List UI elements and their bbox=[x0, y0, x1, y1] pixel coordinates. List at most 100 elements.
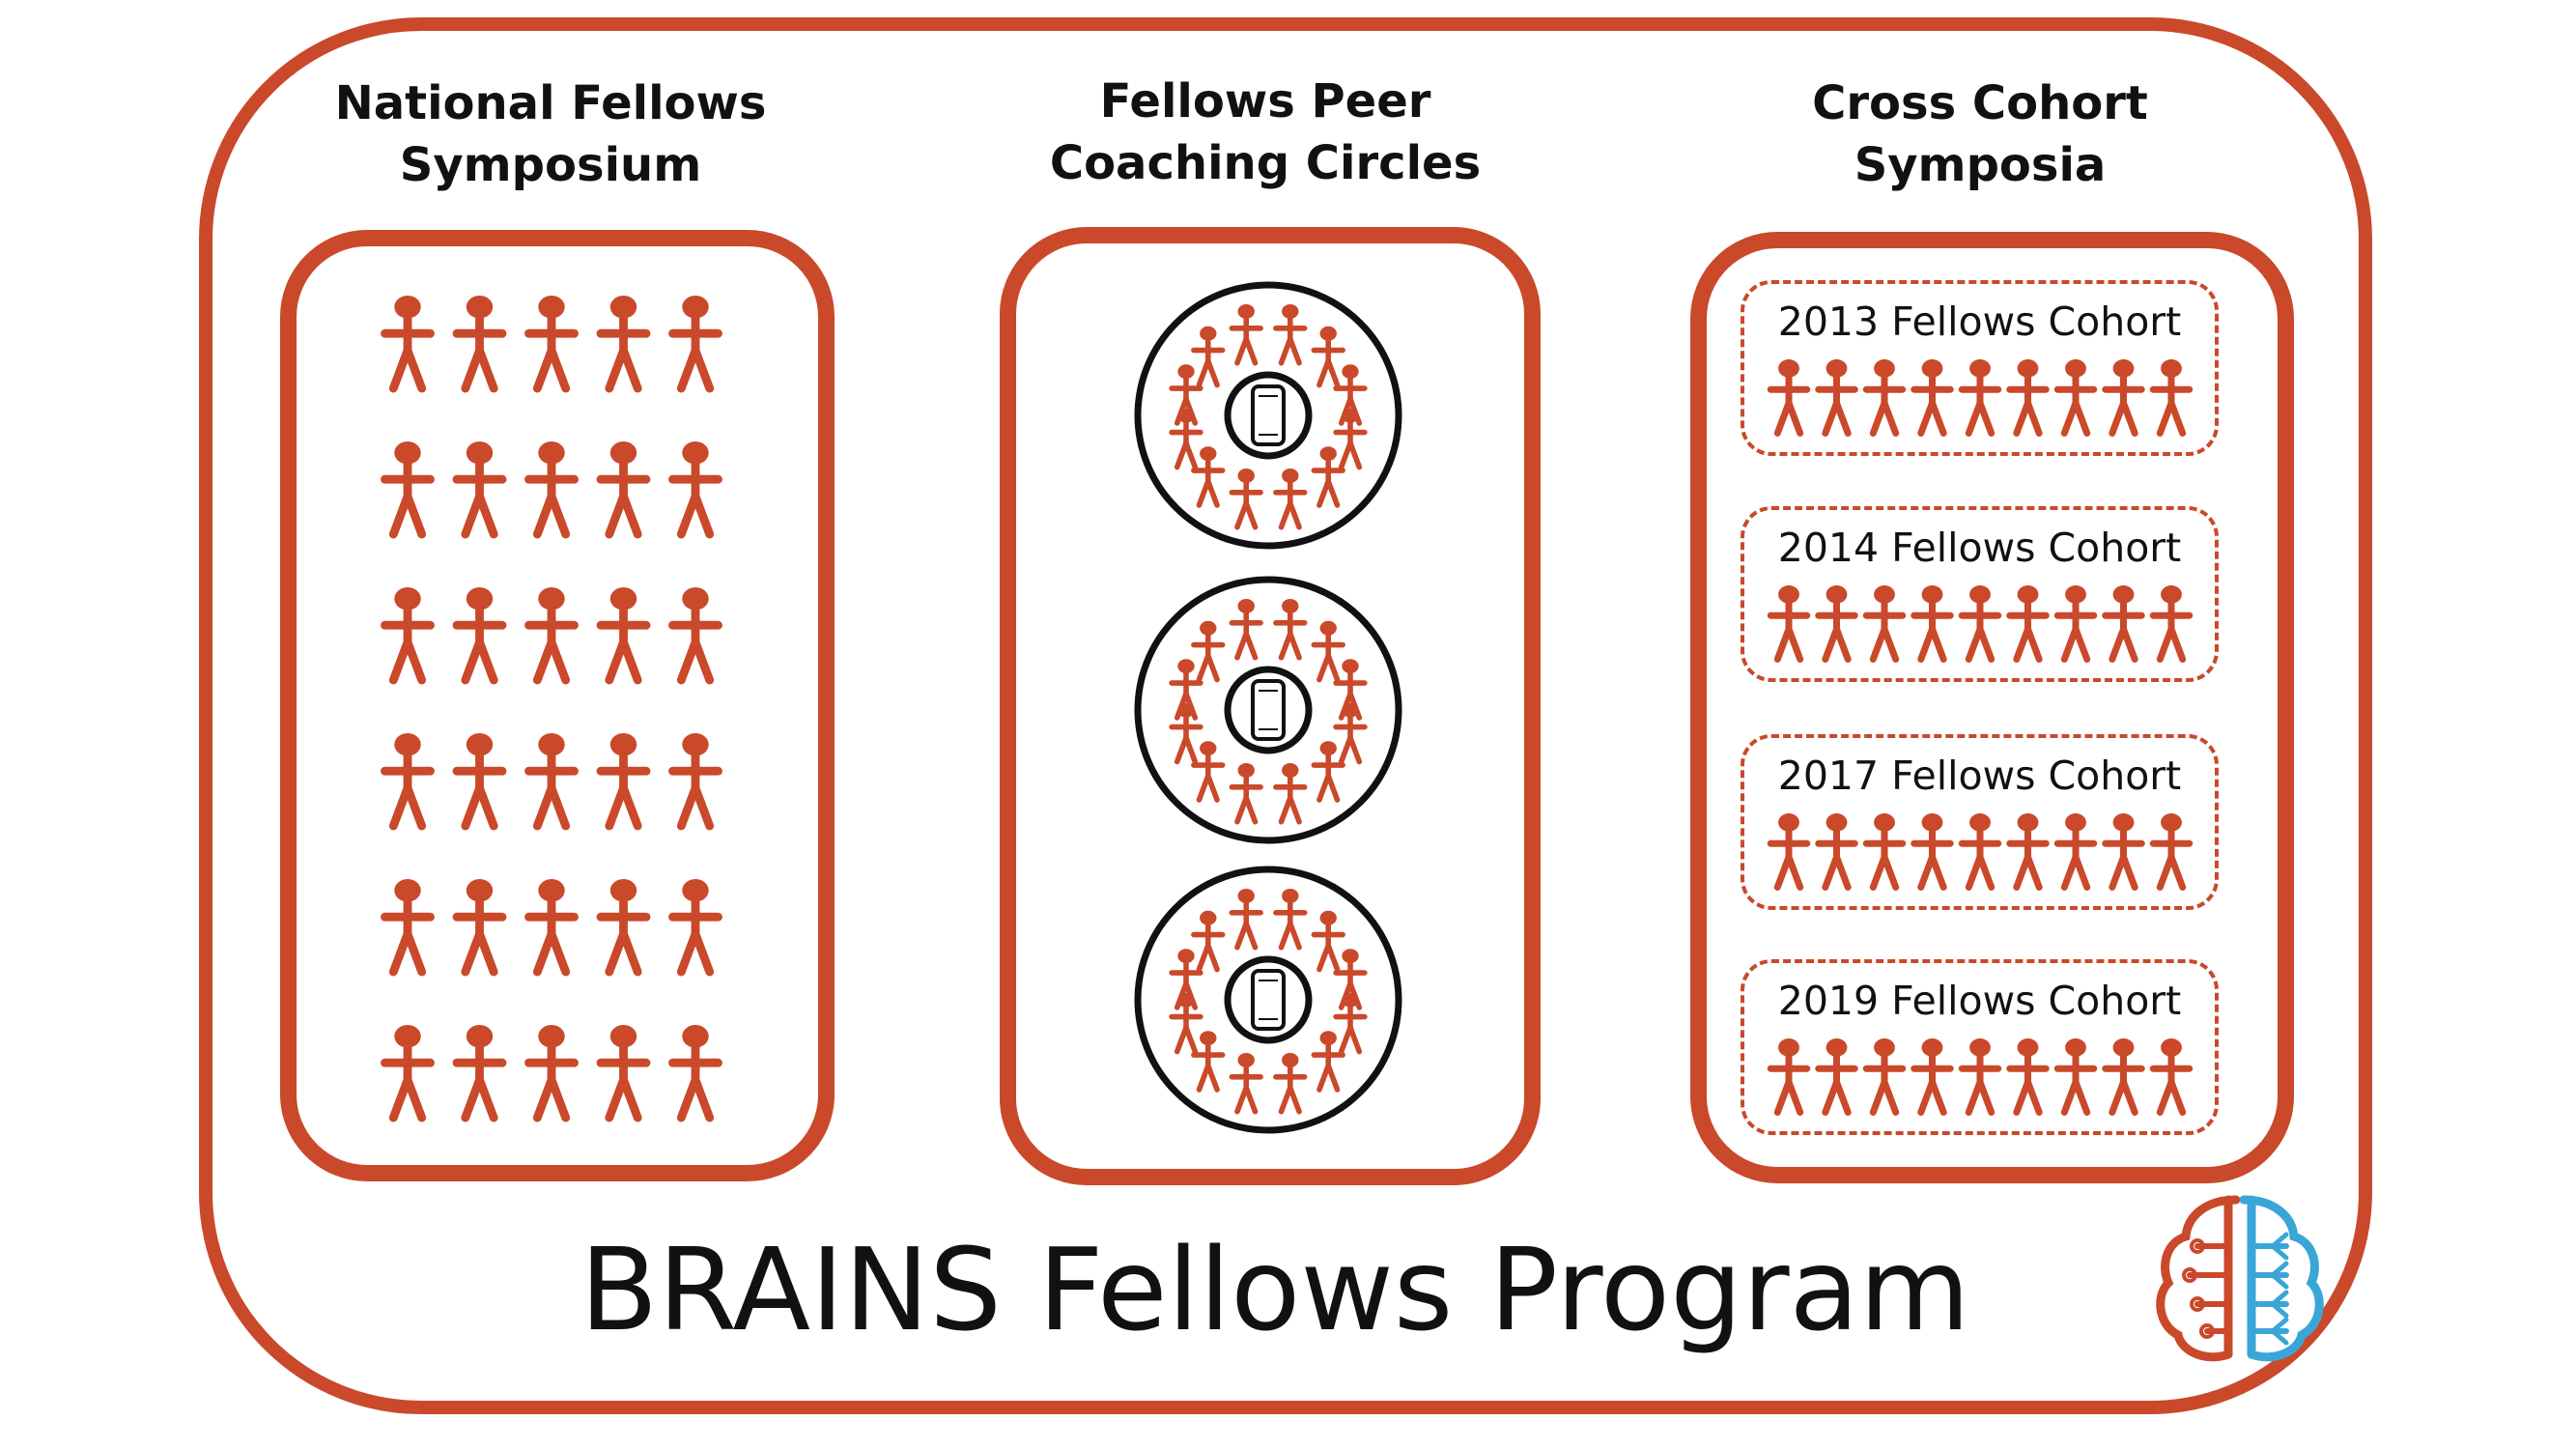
person-icon bbox=[2006, 585, 2050, 663]
person-icon bbox=[452, 879, 507, 977]
person-icon bbox=[1911, 359, 1954, 437]
person-icon bbox=[524, 587, 579, 685]
person-icon bbox=[1862, 359, 1907, 437]
program-frame bbox=[199, 17, 2372, 1414]
person-icon bbox=[2149, 585, 2194, 663]
brain-logo-icon bbox=[2156, 1195, 2324, 1362]
person-icon bbox=[668, 441, 722, 539]
person-icon bbox=[524, 441, 579, 539]
panel-peer-coaching bbox=[1000, 227, 1541, 1185]
person-icon bbox=[1333, 408, 1368, 470]
person-icon bbox=[452, 441, 507, 539]
title-line: Symposium bbox=[399, 138, 702, 192]
person-icon bbox=[1767, 1038, 1811, 1116]
person-icon bbox=[381, 296, 435, 393]
person-icon bbox=[2006, 813, 2050, 891]
person-icon bbox=[668, 1025, 722, 1122]
cohort-box-2014: 2014 Fellows Cohort bbox=[1741, 506, 2219, 682]
person-icon bbox=[1191, 326, 1226, 388]
person-icon bbox=[2006, 1038, 2050, 1116]
panel-national-symposium bbox=[280, 230, 835, 1181]
person-icon bbox=[524, 296, 579, 393]
person-icon bbox=[2053, 813, 2098, 891]
person-icon bbox=[1333, 702, 1368, 765]
title-peer-coaching-circles: Fellows Peer Coaching Circles bbox=[1043, 71, 1487, 194]
person-icon bbox=[1311, 1031, 1345, 1093]
person-icon bbox=[452, 296, 507, 393]
person-icon bbox=[1815, 359, 1858, 437]
person-icon bbox=[1169, 659, 1203, 721]
cohort-box-2013: 2013 Fellows Cohort bbox=[1741, 280, 2219, 456]
person-icon bbox=[596, 879, 651, 977]
person-icon bbox=[1333, 992, 1368, 1055]
person-icon bbox=[1815, 813, 1858, 891]
person-icon bbox=[1169, 992, 1203, 1055]
person-icon bbox=[381, 733, 435, 831]
person-icon bbox=[596, 441, 651, 539]
person-icon bbox=[668, 733, 722, 831]
person-icon bbox=[1311, 446, 1345, 508]
person-icon bbox=[1229, 888, 1263, 951]
person-icon bbox=[1311, 620, 1345, 683]
person-icon bbox=[1815, 1038, 1858, 1116]
person-icon bbox=[381, 1025, 435, 1122]
person-icon bbox=[668, 587, 722, 685]
person-icon bbox=[2149, 1038, 2194, 1116]
person-icon bbox=[1229, 469, 1263, 530]
panel-cross-cohort bbox=[1690, 232, 2294, 1183]
cohort-box-2017: 2017 Fellows Cohort bbox=[1741, 734, 2219, 910]
person-icon bbox=[1815, 585, 1858, 663]
title-line: Symposia bbox=[1854, 138, 2107, 192]
person-icon bbox=[452, 587, 507, 685]
person-icon bbox=[1273, 888, 1308, 951]
person-icon bbox=[1333, 659, 1368, 721]
cohort-label: 2017 Fellows Cohort bbox=[1777, 753, 2182, 799]
person-icon bbox=[1191, 620, 1226, 683]
person-icon bbox=[668, 296, 722, 393]
person-icon bbox=[1767, 359, 1811, 437]
person-icon bbox=[2006, 359, 2050, 437]
person-icon bbox=[1229, 303, 1263, 366]
coaching-circle bbox=[1134, 866, 1402, 1134]
title-cross-cohort-symposia: Cross Cohort Symposia bbox=[1758, 72, 2202, 196]
cohort-label: 2014 Fellows Cohort bbox=[1777, 525, 2182, 571]
person-icon bbox=[381, 441, 435, 539]
title-line: Cross Cohort bbox=[1812, 76, 2148, 130]
person-icon bbox=[1333, 949, 1368, 1010]
person-icon bbox=[668, 879, 722, 977]
person-icon bbox=[596, 733, 651, 831]
person-icon bbox=[1169, 702, 1203, 765]
person-icon bbox=[2102, 1038, 2145, 1116]
person-icon bbox=[1191, 1031, 1226, 1093]
person-icon bbox=[2053, 359, 2098, 437]
person-icon bbox=[1273, 1053, 1308, 1115]
person-icon bbox=[1229, 598, 1263, 661]
phone-icon bbox=[1251, 679, 1286, 741]
phone-icon bbox=[1251, 969, 1286, 1031]
person-icon bbox=[1767, 813, 1811, 891]
coaching-circle bbox=[1134, 576, 1402, 844]
person-icon bbox=[1911, 585, 1954, 663]
person-icon bbox=[1273, 598, 1308, 661]
cohort-box-2019: 2019 Fellows Cohort bbox=[1741, 959, 2219, 1135]
person-icon bbox=[1229, 1053, 1263, 1115]
program-title: BRAINS Fellows Program bbox=[580, 1223, 1970, 1356]
person-icon bbox=[2053, 1038, 2098, 1116]
phone-icon bbox=[1251, 384, 1286, 446]
person-icon bbox=[1958, 585, 2002, 663]
person-icon bbox=[1958, 359, 2002, 437]
person-icon bbox=[1273, 303, 1308, 366]
person-icon bbox=[1862, 585, 1907, 663]
person-icon bbox=[452, 733, 507, 831]
title-line: National Fellows bbox=[334, 76, 767, 130]
person-icon bbox=[1311, 326, 1345, 388]
person-icon bbox=[1229, 763, 1263, 825]
person-icon bbox=[1169, 364, 1203, 426]
person-icon bbox=[524, 733, 579, 831]
title-national-fellows-symposium: National Fellows Symposium bbox=[328, 72, 773, 196]
person-icon bbox=[1958, 813, 2002, 891]
title-line: Fellows Peer bbox=[1099, 74, 1431, 128]
person-icon bbox=[381, 587, 435, 685]
